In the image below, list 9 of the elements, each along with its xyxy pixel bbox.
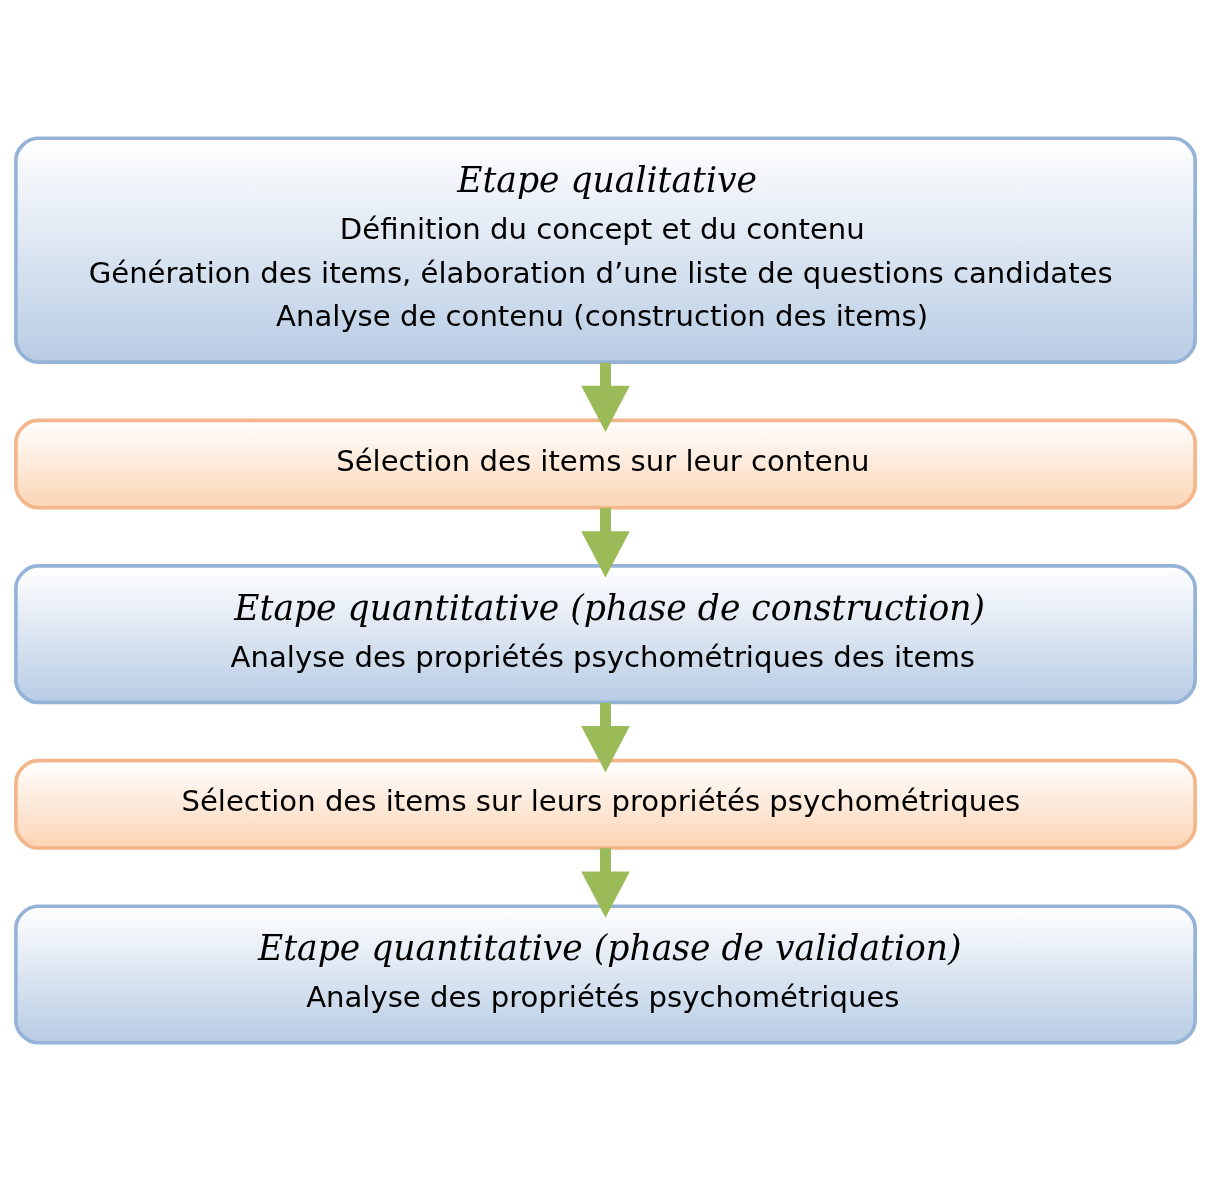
node-box: Etape quantitative (phase de validation) Analyse des propriétés psychométriques bbox=[14, 904, 1197, 1045]
node-box: Etape quantitative (phase de construction) Analyse des propriétés psychométriques des items bbox=[14, 564, 1197, 705]
arrow bbox=[581, 848, 630, 918]
arrow bbox=[581, 702, 630, 773]
arrow bbox=[581, 507, 630, 578]
arrow bbox=[581, 362, 630, 433]
node-box: Etape qualitative Définition du concept et du contenu Génération des items, élaboration d’une liste de questions candidates Analyse de contenu (construction des items) bbox=[14, 136, 1197, 364]
node-box: Sélection des items sur leur contenu bbox=[14, 418, 1197, 510]
node-box: Sélection des items sur leurs propriétés psychométriques bbox=[14, 758, 1197, 850]
